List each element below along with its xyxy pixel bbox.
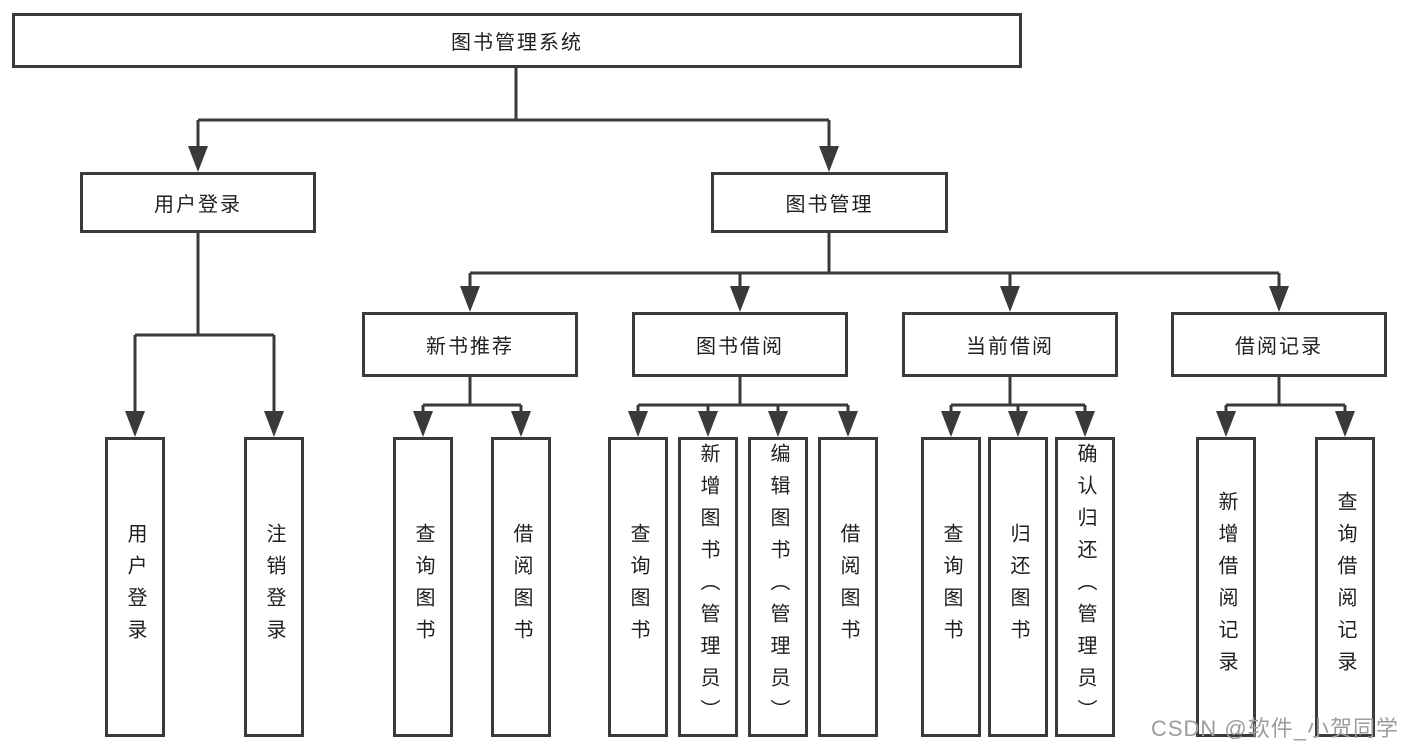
leaf-label: 归还图书 — [1007, 523, 1029, 651]
node-user-login: 用户登录 — [80, 172, 316, 233]
leaf-borrow-books-2: 借阅图书 — [818, 437, 878, 737]
node-root: 图书管理系统 — [12, 13, 1022, 68]
node-book-management: 图书管理 — [711, 172, 948, 233]
node-current-borrowing: 当前借阅 — [902, 312, 1118, 377]
node-book-borrowing: 图书借阅 — [632, 312, 848, 377]
leaf-query-books-3: 查询图书 — [921, 437, 981, 737]
leaf-query-books-1: 查询图书 — [393, 437, 453, 737]
leaf-label: 新增图书（管理员） — [697, 443, 719, 731]
leaf-label: 用户登录 — [124, 523, 146, 651]
leaf-label: 借阅图书 — [837, 523, 859, 651]
leaf-label: 注销登录 — [263, 523, 285, 651]
leaf-query-borrow-record: 查询借阅记录 — [1315, 437, 1375, 737]
leaf-return-books: 归还图书 — [988, 437, 1048, 737]
leaf-add-borrow-record: 新增借阅记录 — [1196, 437, 1256, 737]
leaf-add-book-admin: 新增图书（管理员） — [678, 437, 738, 737]
leaf-edit-book-admin: 编辑图书（管理员） — [748, 437, 808, 737]
leaf-label: 确认归还（管理员） — [1074, 443, 1096, 731]
leaf-label: 查询图书 — [412, 523, 434, 651]
leaf-borrow-books-1: 借阅图书 — [491, 437, 551, 737]
leaf-label: 查询图书 — [940, 523, 962, 651]
leaf-label: 新增借阅记录 — [1215, 491, 1237, 683]
leaf-confirm-return-admin: 确认归还（管理员） — [1055, 437, 1115, 737]
leaf-label: 查询借阅记录 — [1334, 491, 1356, 683]
leaf-label: 借阅图书 — [510, 523, 532, 651]
node-new-book-recommend: 新书推荐 — [362, 312, 578, 377]
leaf-label: 编辑图书（管理员） — [767, 443, 789, 731]
node-borrowing-records: 借阅记录 — [1171, 312, 1387, 377]
watermark: CSDN @软件_小贺同学 — [1150, 716, 1399, 741]
leaf-label: 查询图书 — [627, 523, 649, 651]
leaf-user-login: 用户登录 — [105, 437, 165, 737]
leaf-query-books-2: 查询图书 — [608, 437, 668, 737]
leaf-logout: 注销登录 — [244, 437, 304, 737]
